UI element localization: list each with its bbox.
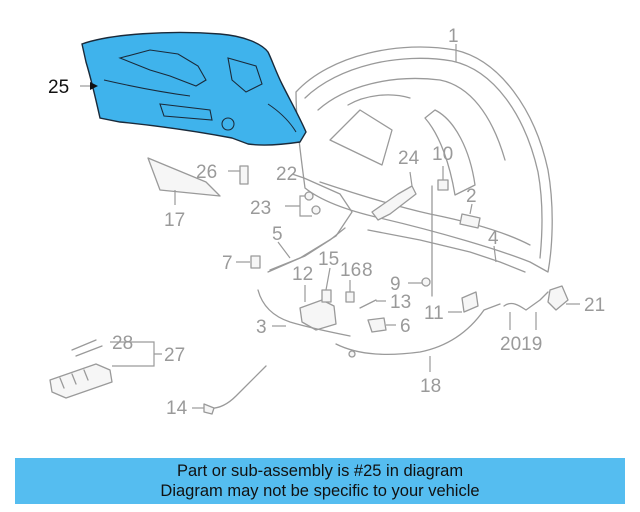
banner-line-1: Part or sub-assembly is #25 in diagram: [176, 462, 464, 480]
seal-4: [367, 229, 526, 273]
callout-26[interactable]: 26: [196, 162, 217, 183]
callout-28[interactable]: 28: [112, 333, 133, 354]
bracket-21: [547, 285, 580, 311]
hood-hinge-left: [147, 157, 221, 205]
clip-10: [437, 166, 449, 191]
clip-26: [228, 165, 249, 185]
hood-panel: [295, 46, 553, 273]
callout-22[interactable]: 22: [276, 164, 297, 185]
callout-18[interactable]: 18: [420, 376, 441, 397]
parts-15-16: [321, 267, 355, 303]
callout-6[interactable]: 6: [400, 316, 411, 337]
callout-16[interactable]: 16: [340, 260, 361, 281]
callout-4[interactable]: 4: [488, 228, 499, 249]
callout-2[interactable]: 2: [466, 186, 477, 207]
parts-diagram: 1 25 24 10 26 22 2 23 17 5 4 7 15 16 8 1…: [48, 26, 605, 419]
callout-11[interactable]: 11: [424, 303, 444, 324]
bumper-7: [236, 255, 261, 269]
callout-23[interactable]: 23: [250, 198, 271, 219]
parts-20-19: [503, 291, 549, 330]
screw-13: [359, 299, 386, 309]
callout-8[interactable]: 8: [362, 260, 373, 281]
gas-strut-24: [371, 171, 433, 297]
banner-line-2: Diagram may not be specific to your vehi…: [160, 482, 480, 500]
info-banner: Part or sub-assembly is #25 in diagram D…: [15, 458, 625, 504]
insulator-pad: [81, 31, 307, 146]
callout-15[interactable]: 15: [318, 249, 339, 270]
callout-2019[interactable]: 2019: [500, 334, 542, 355]
callout-14[interactable]: 14: [166, 398, 188, 419]
clip-6: [367, 317, 396, 333]
callout-1[interactable]: 1: [448, 26, 459, 47]
callout-3[interactable]: 3: [256, 317, 267, 338]
pad-2: [459, 203, 481, 229]
bracket-11: [448, 291, 479, 313]
callout-27[interactable]: 27: [164, 345, 185, 366]
release-cable-3: [257, 289, 351, 337]
callout-24[interactable]: 24: [398, 148, 420, 169]
callout-10[interactable]: 10: [432, 144, 453, 165]
callout-7[interactable]: 7: [222, 253, 233, 274]
callout-17[interactable]: 17: [164, 210, 185, 231]
callout-12[interactable]: 12: [292, 264, 313, 285]
callout-21[interactable]: 21: [584, 295, 605, 316]
weatherstrip-5: [269, 227, 346, 271]
callout-9[interactable]: 9: [390, 274, 401, 295]
callout-25[interactable]: 25: [48, 77, 69, 98]
callout-5[interactable]: 5: [272, 224, 283, 245]
callout-13[interactable]: 13: [390, 292, 411, 313]
parts-8-9: [408, 277, 431, 287]
bolts-23: [285, 191, 321, 217]
latch-assembly-27: [49, 339, 162, 399]
hood-insulator-highlighted[interactable]: [81, 31, 307, 146]
cable-18: [335, 303, 501, 372]
rod-14: [192, 365, 267, 415]
